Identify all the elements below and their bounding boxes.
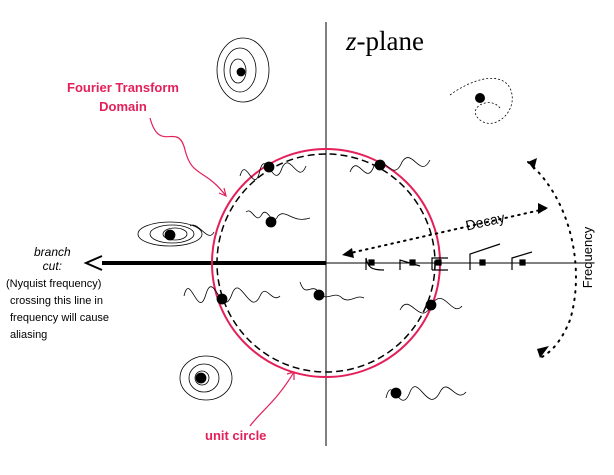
pole-spiral-upper-left xyxy=(216,37,270,103)
decay-step-icons xyxy=(365,243,533,271)
pole-spiral-left xyxy=(137,221,215,247)
frequency-label: Frequency xyxy=(580,226,596,289)
nyquist-note: (Nyquist frequency) crossing this line i… xyxy=(6,276,109,344)
fourier-label-line2: Domain xyxy=(99,99,147,114)
pole-wave-center xyxy=(299,281,365,301)
pole-spiral-upper-right xyxy=(449,78,513,124)
branch-cut-line2: cut: xyxy=(42,259,63,273)
decay-arrowhead-left xyxy=(342,248,354,258)
branch-cut-line1: branch xyxy=(34,245,71,259)
frequency-arc xyxy=(527,161,577,359)
nyquist-note-line: crossing this line in xyxy=(10,295,103,307)
unit-circle-pointer-curve xyxy=(249,371,295,427)
fourier-pointer-curve xyxy=(149,117,227,197)
branch-cut-label: branch cut: xyxy=(34,245,71,273)
z-plane-title: z-plane xyxy=(346,26,424,57)
pole-wave-left-lower xyxy=(183,286,281,305)
pole-wave-lower-right xyxy=(399,297,463,314)
pole-wave-circle-top-right xyxy=(349,157,431,174)
decay-arrow xyxy=(345,208,546,255)
unit-circle-dashed xyxy=(216,153,436,373)
pole-wave-bottom-right xyxy=(385,386,467,401)
frequency-arrowhead-top xyxy=(528,158,537,170)
nyquist-note-line: (Nyquist frequency) xyxy=(6,278,102,290)
unit-circle-pointer-arrowhead xyxy=(286,371,295,380)
decay-arrowhead-right xyxy=(538,203,548,214)
fourier-pointer-arrowhead xyxy=(218,187,227,198)
frequency-arrowhead-bottom xyxy=(537,346,549,358)
pole-wave-inside xyxy=(245,210,311,228)
pole-wave-circle-top-left xyxy=(239,161,307,180)
fourier-transform-label: Fourier Transform Domain xyxy=(48,78,198,116)
branch-cut-arrowhead xyxy=(83,255,103,271)
nyquist-note-line: aliasing xyxy=(10,329,48,341)
pole-spiral-lower-left xyxy=(179,355,233,401)
fourier-label-line1: Fourier Transform xyxy=(67,80,179,95)
title-suffix: -plane xyxy=(356,26,424,56)
nyquist-note-line: frequency will cause xyxy=(10,312,110,324)
z-variable: z xyxy=(346,26,357,56)
unit-circle-label: unit circle xyxy=(205,428,267,443)
